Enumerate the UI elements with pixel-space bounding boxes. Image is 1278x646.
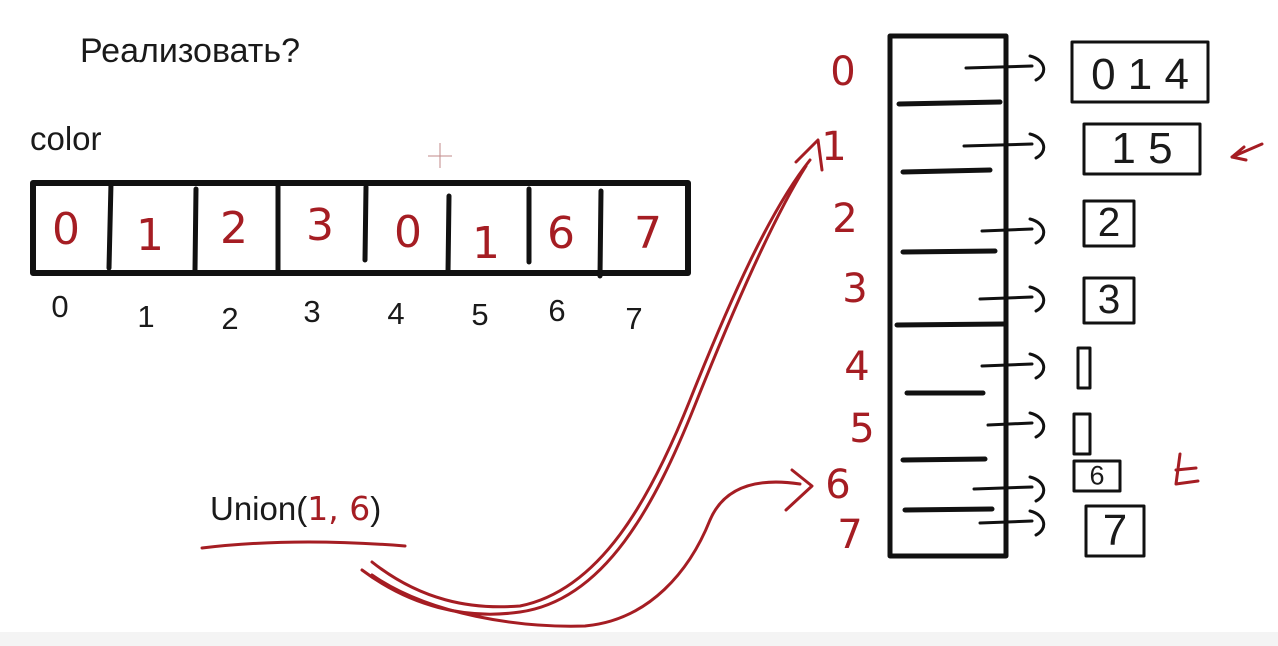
color-value: 2 (220, 203, 248, 254)
list-box (1076, 346, 1092, 390)
list-pointer-arrow (978, 509, 1046, 537)
list-pointer-arrow (964, 54, 1046, 82)
union-arg-2: 6 (349, 489, 370, 528)
color-array (30, 180, 691, 279)
list-contents: 1 5 (1111, 124, 1172, 173)
arrowhead-row-6 (784, 468, 814, 512)
union-arg-1: 1 (307, 489, 328, 528)
list-table (887, 33, 1009, 559)
list-table-frame (887, 33, 1009, 559)
list-pointer-arrow (980, 352, 1046, 380)
list-contents: 3 (1098, 276, 1121, 322)
list-box (1084, 504, 1146, 558)
footer-band (0, 632, 1278, 646)
color-array-divider (362, 184, 369, 263)
color-value: 1 (136, 210, 164, 261)
color-value: 1 (472, 218, 500, 269)
color-value: 7 (634, 208, 662, 259)
color-index: 0 (51, 289, 68, 324)
list-pointer-arrow (978, 285, 1046, 313)
list-row-index: 7 (837, 512, 862, 558)
list-row-index: 1 (821, 124, 846, 170)
list-box (1082, 276, 1136, 325)
union-separator: , (328, 489, 349, 528)
color-array-divider (445, 193, 452, 276)
list-box (1082, 122, 1202, 176)
list-row-index: 0 (830, 49, 855, 95)
union-call: Union(1, 6) (210, 489, 381, 528)
color-array-divider (597, 188, 604, 279)
list-pointer-arrow (972, 475, 1046, 503)
list-row-index: 5 (849, 406, 874, 452)
list-table-row-divider (902, 506, 995, 513)
color-index: 4 (387, 296, 404, 331)
page-title: Реализовать? (80, 32, 300, 70)
list-contents: 2 (1098, 199, 1121, 245)
marker-row-6 (1174, 452, 1200, 486)
list-table-row-divider (900, 456, 988, 463)
list-pointer-arrow (980, 217, 1046, 245)
color-array-frame (30, 180, 691, 276)
list-contents: 0 1 4 (1091, 50, 1189, 99)
arrow-union-to-row-6 (370, 480, 802, 628)
color-array-divider (106, 180, 114, 271)
color-value: 0 (52, 204, 80, 255)
arrowhead-row-1 (794, 138, 824, 172)
color-array-divider (192, 186, 199, 273)
list-table-row-divider (896, 99, 1003, 107)
color-array-label: color (30, 120, 102, 157)
list-row-index: 4 (844, 344, 869, 390)
color-value: 0 (394, 207, 422, 258)
marker-arrow-row-1 (1230, 142, 1264, 162)
list-table-row-divider (900, 248, 998, 255)
color-value: 6 (547, 208, 575, 259)
list-row-indices: 0 1 2 3 4 5 67 (821, 49, 874, 558)
color-index: 2 (221, 301, 238, 336)
color-array-indices: 0 1 2 3 4 5 6 7 (51, 289, 642, 336)
list-pointer-arrow (962, 132, 1046, 160)
list-contents: 6 (1089, 460, 1104, 490)
arrow-union-to-row-1-double (360, 164, 808, 616)
color-value: 3 (306, 200, 334, 251)
color-index: 3 (303, 294, 320, 329)
list-box (1072, 459, 1122, 493)
color-index: 5 (471, 297, 488, 332)
color-index: 1 (137, 299, 154, 334)
cursor-crosshair (428, 143, 452, 168)
list-table-row-divider (900, 167, 993, 175)
union-prefix: Union( (210, 490, 307, 527)
list-row-pointers (962, 54, 1046, 537)
list-contents: 7 (1103, 506, 1127, 555)
list-box (1082, 199, 1136, 248)
union-suffix: ) (370, 490, 381, 527)
list-box (1072, 412, 1092, 456)
list-table-row-divider (894, 321, 1007, 328)
list-row-contents: 0 1 4 1 5 2 3 6 7 (1070, 40, 1210, 558)
list-row-index: 6 (825, 462, 850, 508)
list-row-index: 2 (832, 196, 857, 242)
arrow-union-to-row-1 (370, 158, 812, 609)
color-index: 7 (625, 301, 642, 336)
list-box (1070, 40, 1210, 104)
list-pointer-arrow (986, 411, 1046, 439)
color-index: 6 (548, 293, 565, 328)
union-underline (200, 540, 407, 550)
list-row-index: 3 (842, 266, 867, 312)
